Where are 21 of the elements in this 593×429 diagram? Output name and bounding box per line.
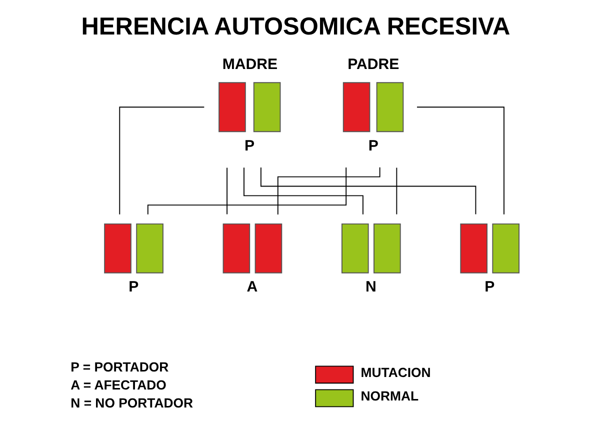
connector (226, 167, 228, 215)
label: A = AFECTADO (70, 377, 166, 392)
legend-label: MUTACION (360, 365, 431, 380)
node-label: N (366, 278, 376, 296)
node-label: P (484, 278, 495, 296)
connector (277, 166, 380, 215)
node-label: P (244, 137, 254, 154)
legend-label: NORMAL (360, 388, 419, 404)
node-label: A (246, 278, 258, 296)
node-label: MADRE (222, 56, 278, 74)
node-label: P (368, 137, 378, 154)
label: P = PORTADOR (70, 360, 169, 375)
connector (119, 106, 205, 215)
node-label: PADRE (348, 56, 400, 74)
label: N = NO PORTADOR (70, 395, 194, 410)
connector (416, 106, 504, 215)
connector (260, 167, 476, 215)
connector (244, 167, 364, 215)
diagram-title: HERENCIA AUTOSOMICA RECESIVA (81, 13, 510, 40)
node-label: P (128, 278, 139, 296)
connector (396, 167, 398, 215)
